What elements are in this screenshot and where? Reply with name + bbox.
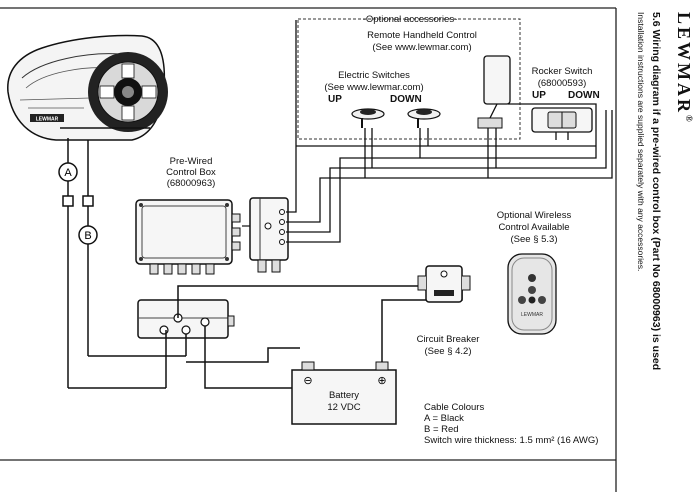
electric-switch-down-label: DOWN	[390, 94, 422, 105]
battery-plus-icon: ⊕	[377, 375, 386, 387]
cable-colour-a: A = Black	[424, 413, 464, 424]
remote-title: Remote Handheld Control	[367, 30, 477, 41]
rocker-switch-title: Rocker Switch	[531, 66, 593, 77]
electric-switch-up	[351, 108, 385, 128]
brand-name: LEWMAR	[674, 12, 694, 115]
wireless-remote: LEWMAR	[507, 253, 557, 335]
control-box-part: (68000963)	[166, 178, 216, 189]
cable-b-marker: B	[78, 225, 98, 245]
circuit-breaker	[417, 265, 471, 303]
cable-colours-title: Cable Colours	[424, 402, 485, 413]
optional-accessories-label: -Optional accessories-	[362, 14, 458, 25]
section-heading: 5.6 Wiring diagram if a pre-wired contro…	[650, 12, 662, 371]
section-subheading: Installation instructions are supplied s…	[636, 12, 646, 272]
brand-mark: ®	[684, 115, 694, 125]
rocker-switch-up-label: UP	[532, 90, 546, 101]
battery-title: Battery	[328, 390, 360, 401]
battery-voltage: 12 VDC	[327, 402, 361, 413]
electric-switches-url: (See www.lewmar.com)	[324, 82, 424, 93]
pre-wired-control-box	[135, 199, 241, 275]
svg-text:LEWMAR: LEWMAR	[36, 117, 59, 123]
rocker-switch	[531, 107, 593, 140]
wireless-brand: LEWMAR	[521, 312, 543, 318]
cable-b-label: B	[84, 230, 91, 242]
cable-colour-b: B = Red	[424, 424, 459, 435]
electric-switches-title: Electric Switches	[338, 70, 410, 81]
brand-logo: LEWMAR®	[673, 12, 694, 125]
rocker-switch-part: (68000593)	[537, 78, 587, 89]
wireless-line2: Control Available	[498, 222, 570, 233]
switch-junction-box	[242, 197, 289, 273]
circuit-breaker-title: Circuit Breaker	[416, 334, 480, 345]
cable-a-marker: A	[58, 162, 78, 182]
remote-handheld-control	[477, 55, 511, 129]
battery-minus-icon: ⊖	[303, 375, 312, 387]
rocker-switch-down-label: DOWN	[568, 90, 600, 101]
control-box-line2: Control Box	[166, 167, 216, 178]
contactor-box	[137, 299, 235, 339]
cable-a-label: A	[64, 167, 72, 179]
circuit-breaker-ref: (See § 4.2)	[424, 346, 472, 357]
optional-accessories-box	[297, 18, 521, 140]
wireless-ref: (See § 5.3)	[510, 234, 558, 245]
electric-switch-down	[407, 108, 441, 128]
page-frame	[0, 7, 617, 492]
switch-wiring	[286, 20, 613, 243]
wireless-line1: Optional Wireless	[496, 210, 572, 221]
switch-wire-thickness: Switch wire thickness: 1.5 mm² (16 AWG)	[424, 435, 599, 446]
remote-url: (See www.lewmar.com)	[372, 42, 472, 53]
windlass-motor-illustration: LEWMAR	[7, 34, 168, 141]
battery: ⊖ ⊕	[291, 361, 397, 425]
control-box-line1: Pre-Wired	[169, 156, 213, 167]
electric-switch-up-label: UP	[328, 94, 342, 105]
